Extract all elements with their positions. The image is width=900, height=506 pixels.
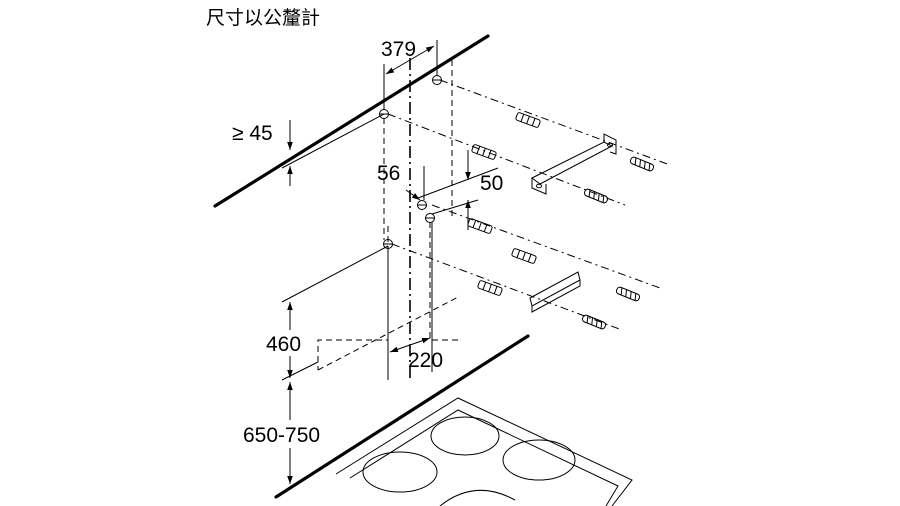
hob	[274, 334, 633, 506]
dimension-56-label: 56	[377, 162, 400, 185]
chimney-outline	[317, 222, 461, 380]
dimension-650-750-label: 650-750	[243, 424, 320, 447]
dimension-460: 460	[266, 245, 389, 381]
screw-1	[629, 156, 655, 172]
hob-burner-3	[362, 451, 438, 493]
lower-bracket	[529, 271, 581, 313]
hob-burner-2	[502, 439, 576, 481]
dimension-56: 56	[377, 162, 425, 201]
dimension-50: 50	[417, 150, 503, 230]
wall-plug-1	[515, 112, 541, 128]
hob-burner-1	[430, 416, 500, 456]
middle-holes	[383, 200, 435, 249]
dimension-220: 220	[389, 337, 443, 372]
wall-plug-2	[471, 144, 497, 160]
dimension-220-label: 220	[408, 349, 443, 372]
wall-plug-5	[477, 280, 503, 296]
dimension-ceiling-gap: ≥ 45	[232, 113, 385, 186]
dimension-50-label: 50	[480, 172, 503, 195]
wall-plugs	[467, 112, 541, 296]
dimension-650-750: 650-750	[243, 382, 320, 484]
screw-3	[615, 286, 641, 302]
dimension-379: 379	[381, 38, 438, 110]
wall-plug-4	[511, 248, 537, 264]
screw-4	[581, 314, 607, 330]
hob-burner-4	[439, 489, 516, 506]
screw-2	[583, 188, 609, 204]
diagram-title: 尺寸以公釐計	[206, 7, 320, 29]
upper-bracket	[531, 133, 617, 195]
dimension-379-label: 379	[381, 38, 416, 61]
dimension-ceiling-gap-label: ≥ 45	[232, 122, 273, 145]
wall-plug-3	[467, 218, 493, 234]
ceiling-line	[213, 34, 490, 208]
dimension-460-label: 460	[266, 333, 301, 356]
screws	[581, 156, 655, 330]
